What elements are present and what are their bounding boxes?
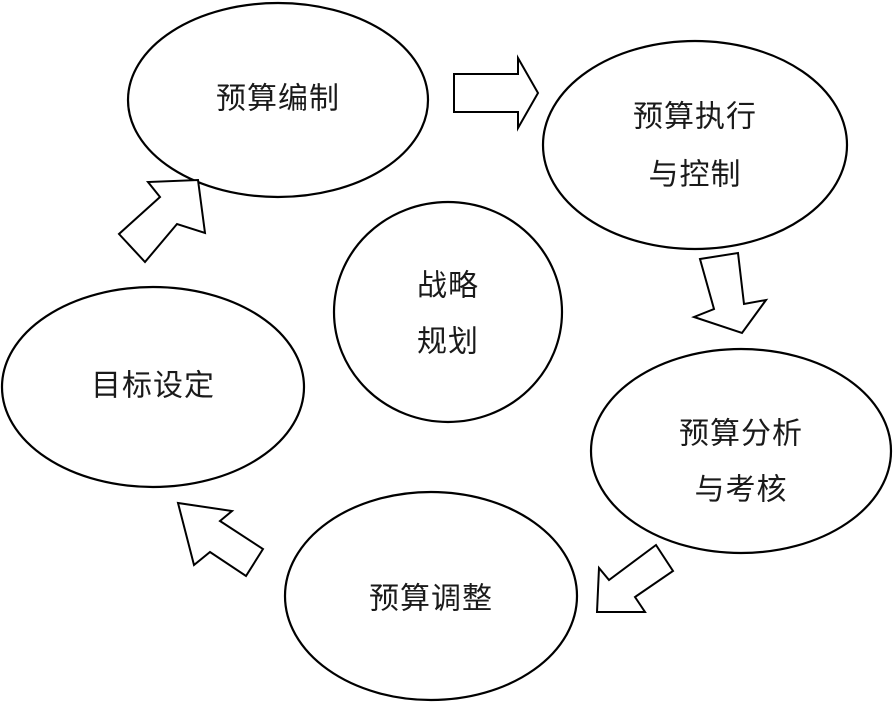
node-budget-execution-control: 预算执行 与控制 <box>541 39 849 251</box>
node-strategic-planning-label-line2: 规划 <box>417 325 479 360</box>
arrow-adjustment-to-goal <box>176 501 265 578</box>
node-strategic-planning: 战略 规划 <box>332 200 564 424</box>
node-budget-analysis-assessment-label-line2: 与考核 <box>695 473 788 508</box>
arrow-preparation-to-execution <box>453 54 540 132</box>
node-goal-setting-label: 目标设定 <box>91 369 215 404</box>
node-budget-preparation-ellipse <box>126 1 430 199</box>
node-goal-setting: 目标设定 <box>0 285 306 489</box>
node-budget-execution-control-label-line2: 与控制 <box>649 158 742 193</box>
node-goal-setting-ellipse <box>0 285 306 489</box>
node-budget-adjustment-ellipse <box>283 490 579 702</box>
node-strategic-planning-label-line1: 战略 <box>417 269 479 304</box>
node-budget-preparation: 预算编制 <box>126 1 430 199</box>
node-strategic-planning-ellipse <box>332 200 564 424</box>
node-budget-adjustment: 预算调整 <box>283 490 579 702</box>
node-budget-preparation-label: 预算编制 <box>216 82 340 117</box>
node-budget-execution-control-ellipse <box>541 39 849 251</box>
arrow-execution-to-analysis <box>691 251 769 335</box>
node-budget-adjustment-label: 预算调整 <box>369 582 493 617</box>
arrow-analysis-to-adjustment <box>595 543 675 613</box>
node-budget-analysis-assessment: 预算分析 与考核 <box>589 347 893 555</box>
node-budget-execution-control-label-line1: 预算执行 <box>633 100 757 135</box>
node-budget-analysis-assessment-ellipse <box>589 347 893 555</box>
arrow-goal-to-preparation <box>117 178 207 264</box>
node-budget-analysis-assessment-label-line1: 预算分析 <box>679 417 803 452</box>
